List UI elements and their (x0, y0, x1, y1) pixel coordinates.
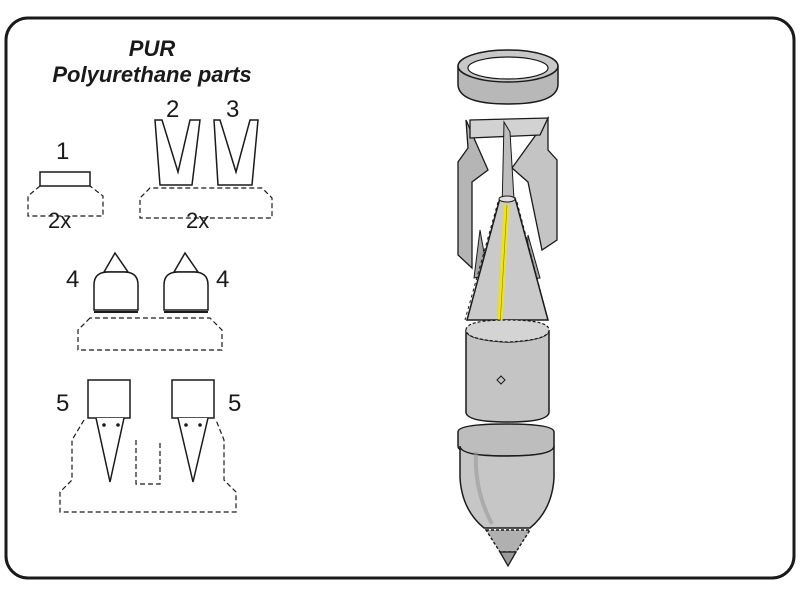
label-qty-parts-2-3: 2x (186, 208, 210, 233)
assembled-bomb-illustration (457, 49, 559, 568)
nose-section (457, 423, 555, 568)
bomb-body (465, 319, 550, 423)
label-part-4-right: 4 (216, 266, 230, 293)
label-part-5-left: 5 (56, 390, 70, 417)
heading-pur: PUR (128, 36, 176, 61)
label-qty-part-1: 2x (48, 208, 72, 233)
part-4-nose-cones (77, 251, 223, 351)
label-part-2: 2 (166, 96, 180, 123)
tail-ring (457, 49, 559, 105)
parts-2-3-v-shapes (139, 119, 273, 219)
label-part-4-left: 4 (66, 266, 80, 293)
heading-polyurethane-parts: Polyurethane parts (52, 62, 252, 87)
label-part-5-right: 5 (228, 390, 242, 417)
label-part-1: 1 (56, 138, 70, 165)
part-5-tail-cones (59, 379, 237, 513)
label-part-3: 3 (226, 96, 240, 123)
part-1-plate (27, 171, 104, 217)
